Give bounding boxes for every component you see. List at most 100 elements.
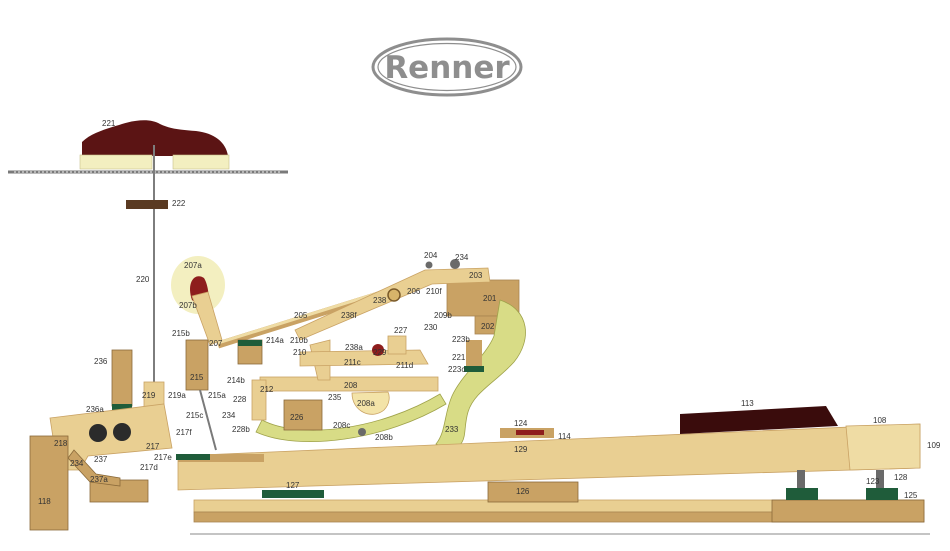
label-125: 125 <box>904 491 918 500</box>
label-108: 108 <box>873 416 887 425</box>
damper-screw-204 <box>425 261 433 269</box>
wippen-post-212 <box>251 379 267 421</box>
action-frame: 223b 223c 233 <box>255 299 526 451</box>
label-221-mid: 221 <box>452 353 466 362</box>
label-211c: 211c <box>344 358 361 367</box>
label-227: 227 <box>394 326 408 335</box>
label-205: 205 <box>294 311 308 320</box>
label-228b: 228b <box>232 425 250 434</box>
logo-outer-ring <box>371 37 523 97</box>
label-210b: 210b <box>290 336 308 345</box>
label-208c: 208c <box>333 421 350 430</box>
label-209b: 209b <box>434 311 452 320</box>
label-201: 201 <box>483 294 497 303</box>
label-129: 129 <box>514 445 528 454</box>
label-228: 228 <box>233 395 247 404</box>
label-226: 226 <box>290 413 304 422</box>
key-felt-green <box>176 454 210 460</box>
regulating-block-223 <box>466 340 482 370</box>
felt-cap-214a <box>238 340 262 346</box>
key-top-113 <box>680 406 838 434</box>
label-124: 124 <box>514 419 528 428</box>
label-215: 215 <box>190 373 204 382</box>
label-206: 206 <box>407 287 421 296</box>
spring-rail-227 <box>387 335 407 355</box>
label-222: 222 <box>172 199 186 208</box>
logo-text: Renner <box>384 50 510 86</box>
label-217: 217 <box>146 442 160 451</box>
damper-assembly: 221 222 220 <box>8 119 288 390</box>
felt-rail-114 <box>516 430 544 435</box>
label-223b: 223b <box>452 335 470 344</box>
damper-flange-screw-2 <box>113 423 131 441</box>
label-207: 207 <box>209 339 223 348</box>
capstan-206 <box>387 288 401 302</box>
label-113: 113 <box>741 399 754 408</box>
label-210: 210 <box>293 348 307 357</box>
backcheck-226 <box>283 399 323 431</box>
label-207b: 207b <box>179 301 197 310</box>
label-123: 123 <box>866 477 880 486</box>
label-217e: 217e <box>154 453 172 462</box>
catcher-wire-215c <box>199 389 217 451</box>
label-208: 208 <box>344 381 358 390</box>
label-215c: 215c <box>186 411 203 420</box>
key-pin-123-post <box>797 470 805 490</box>
post-118 <box>29 435 69 531</box>
renner-logo: Renner <box>371 37 523 97</box>
label-238f: 238f <box>341 311 357 320</box>
label-235: 235 <box>328 393 342 402</box>
felt-125 <box>866 488 898 500</box>
label-238a: 238a <box>345 343 363 352</box>
felt-123 <box>786 488 818 500</box>
hammer-butt-215 <box>185 339 209 391</box>
label-217f: 217f <box>176 428 192 437</box>
wippen-assembly: 214a 210b 238a 229 227 230 221 210 211c … <box>222 323 466 442</box>
label-203: 203 <box>469 271 483 280</box>
logo-inner-ring <box>377 42 517 92</box>
label-229: 229 <box>373 348 387 357</box>
label-236a: 236a <box>86 405 104 414</box>
hammer-rail-arm <box>294 267 491 341</box>
keybed: 127 126 128 123 125 <box>190 470 930 535</box>
felt-223c <box>464 366 484 372</box>
damper-block-236 <box>111 349 133 407</box>
label-215a: 215a <box>208 391 226 400</box>
label-223c: 223c <box>448 365 465 374</box>
screw-234-top <box>450 259 460 269</box>
hammer-rail-block: 204 234 203 201 206 210f 238 238f 209b 2… <box>294 251 520 341</box>
wippen-heel-208a <box>351 391 390 415</box>
label-219: 219 <box>142 391 156 400</box>
label-221: 221 <box>102 119 116 128</box>
label-204: 204 <box>424 251 438 260</box>
label-234-low: 234 <box>70 459 84 468</box>
label-211d: 211d <box>396 361 413 370</box>
label-215b: 215b <box>172 329 190 338</box>
label-238: 238 <box>373 296 387 305</box>
label-212: 212 <box>260 385 274 394</box>
label-234-top: 234 <box>455 253 469 262</box>
capstan-208b <box>358 428 366 436</box>
label-208b: 208b <box>375 433 393 442</box>
label-236: 236 <box>94 357 108 366</box>
knuckle-229 <box>372 344 384 356</box>
key-front-109 <box>845 423 921 471</box>
key-assembly: 113 124 114 129 108 109 <box>176 399 941 491</box>
label-114: 114 <box>558 432 571 441</box>
label-126: 126 <box>516 487 530 496</box>
key-pin-128-post <box>876 470 884 490</box>
label-207a: 207a <box>184 261 202 270</box>
label-214b: 214b <box>227 376 245 385</box>
label-202: 202 <box>481 322 495 331</box>
label-128: 128 <box>894 473 908 482</box>
label-234-mid: 234 <box>222 411 236 420</box>
damper-felt-right <box>172 154 230 170</box>
label-118: 118 <box>38 497 51 506</box>
label-220: 220 <box>136 275 150 284</box>
damper-guide-block <box>126 200 168 209</box>
balance-rail-126 <box>487 481 579 503</box>
label-233: 233 <box>445 425 459 434</box>
damper-felt-left <box>79 154 153 170</box>
damper-flange-screw-1 <box>89 424 107 442</box>
